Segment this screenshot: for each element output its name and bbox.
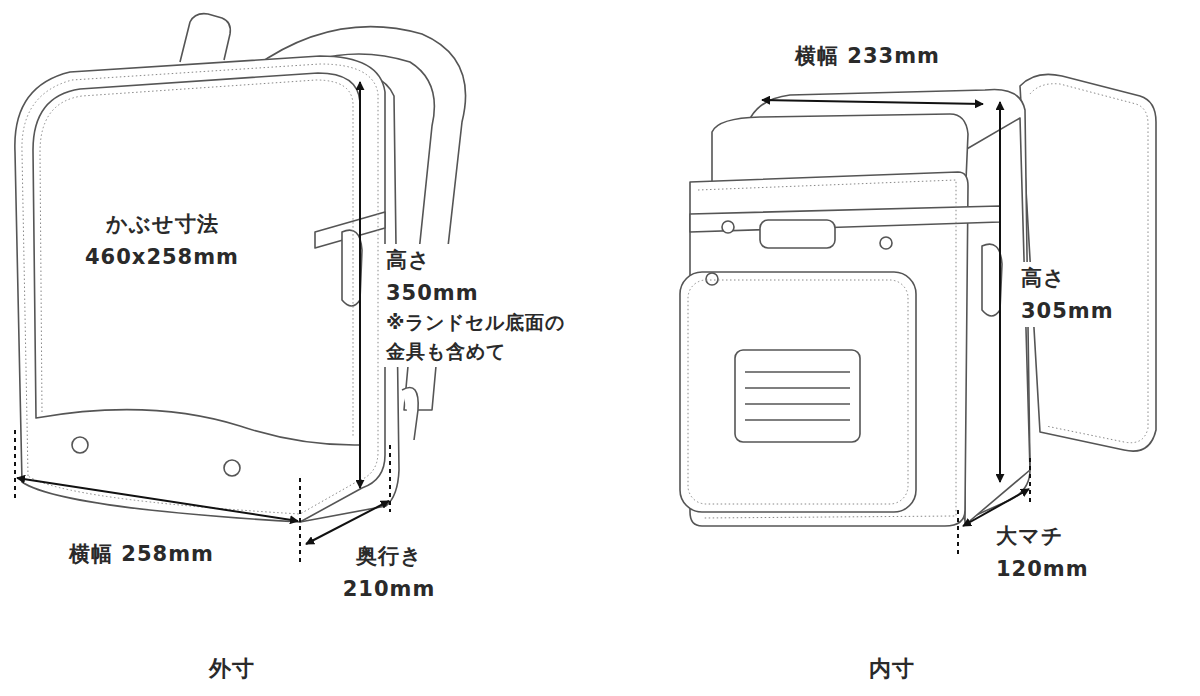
depth-dimension: 奥行き 210mm	[330, 540, 448, 605]
dimension-lines	[762, 100, 983, 104]
height-dimension: 高さ 305mm	[1018, 262, 1116, 327]
stitching	[688, 84, 1148, 518]
note: ※ランドセル底面の 金具も含めて	[383, 308, 588, 367]
dimension-lines	[15, 82, 390, 562]
stitching	[22, 64, 378, 514]
outer-bag	[402, 388, 418, 441]
gusset-dimension: 大マチ 120mm	[993, 520, 1105, 585]
inner-bag	[745, 387, 850, 389]
dimension-lines	[957, 510, 959, 557]
width-dimension: 横幅 233mm	[792, 40, 943, 73]
inner-bag	[722, 221, 734, 233]
inner-bag	[712, 114, 968, 182]
inner-bag	[690, 206, 1000, 232]
dimension-lines	[306, 501, 389, 544]
inner-bag	[745, 419, 850, 421]
outer-bag	[180, 14, 230, 62]
dimension-lines	[359, 82, 361, 488]
figure-caption: 外寸	[206, 652, 258, 686]
dimension-lines	[1029, 458, 1031, 505]
dimension-lines	[389, 445, 391, 512]
stitching	[688, 280, 908, 504]
inner-bag	[735, 350, 860, 442]
inner-bag	[760, 220, 835, 248]
outer-bag	[224, 460, 240, 476]
outer-bag	[33, 73, 360, 445]
inner-bag	[680, 74, 1156, 526]
inner-bag	[706, 273, 718, 285]
figure-caption: 内寸	[866, 652, 918, 686]
dimension-lines	[14, 430, 16, 502]
dimension-lines	[17, 478, 298, 521]
dimension-lines	[299, 478, 301, 562]
stitching	[40, 80, 353, 438]
inner-bag	[880, 237, 892, 249]
stitching	[22, 64, 378, 514]
inner-bag	[680, 272, 916, 512]
height-dimension: 高さ 350mm	[383, 244, 478, 309]
dimension-lines	[999, 102, 1001, 482]
inner-bag	[745, 371, 850, 373]
cover-dimension: かぶせ寸法 460x258mm	[62, 208, 262, 273]
inner-bag	[745, 403, 850, 405]
width-dimension: 横幅 258mm	[66, 538, 217, 571]
outer-bag	[72, 437, 88, 453]
outer-bag	[15, 56, 385, 522]
dimension-lines	[762, 100, 1030, 557]
stitching	[698, 180, 956, 518]
